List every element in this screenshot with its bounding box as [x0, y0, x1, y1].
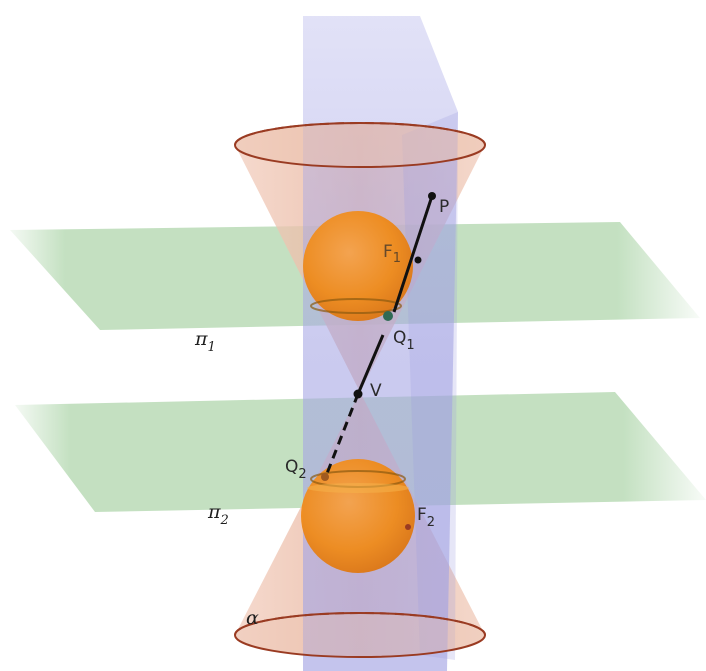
label-pi1: π1 [194, 328, 216, 355]
upper-sphere [303, 211, 413, 321]
segment-q1-v [356, 334, 385, 395]
point-q2 [321, 473, 329, 481]
lower-cone-rim-back [234, 612, 486, 636]
label-q1: Q1 [393, 328, 415, 353]
label-f2: F2 [417, 505, 435, 530]
point-f1 [414, 256, 422, 264]
label-q2: Q2 [285, 457, 307, 482]
label-alpha: α [246, 607, 259, 629]
label-p: P [439, 197, 449, 217]
label-pi2: π2 [207, 501, 229, 528]
label-v: V [370, 381, 382, 401]
upper-sphere-tangent-circle [310, 298, 402, 314]
segment-p-q1 [392, 195, 434, 313]
point-v [353, 389, 363, 399]
lower-sphere-band [307, 483, 409, 493]
point-p [428, 192, 436, 200]
point-q1 [383, 311, 393, 321]
upper-cone-rim-back [234, 122, 486, 146]
label-f1: F1 [383, 242, 401, 266]
lower-sphere [301, 459, 415, 573]
point-f2 [405, 524, 411, 530]
